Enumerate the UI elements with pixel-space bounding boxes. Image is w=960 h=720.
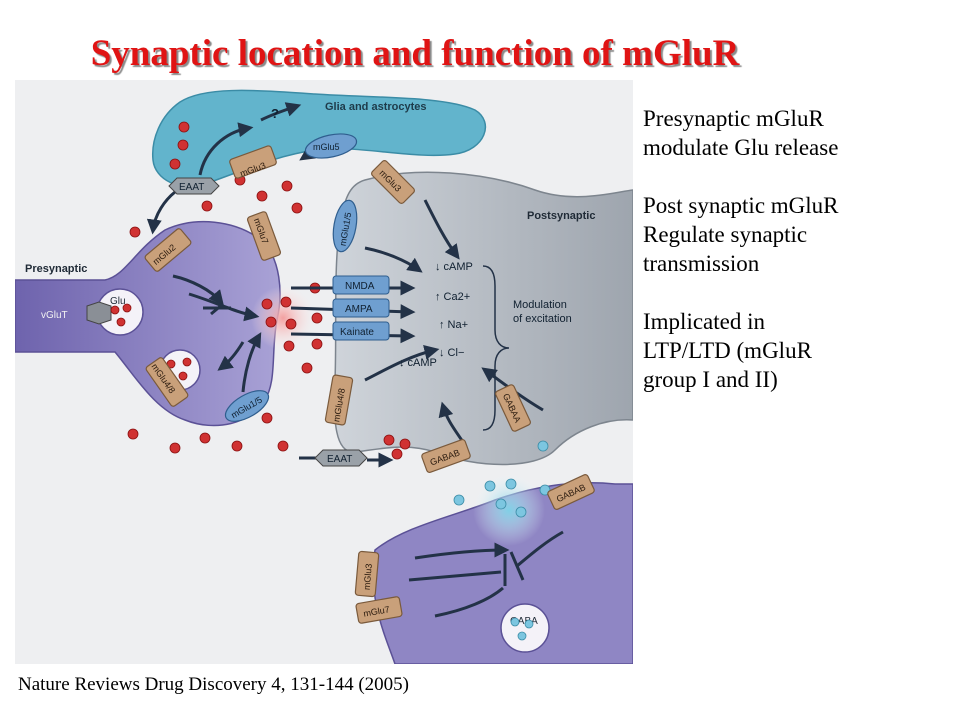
note-ltp-ltd: Implicated in LTP/LTD (mGluR group I and…	[643, 309, 812, 392]
slide-title: Synaptic location and function of mGluR	[90, 33, 740, 74]
eaat-lower-transporter	[314, 449, 368, 467]
modulation-label-line-1: Modulation	[513, 299, 567, 311]
mglu7-pre-box	[246, 211, 282, 261]
modulation-label-line-2: of excitation	[513, 313, 572, 325]
mglu2-box	[144, 228, 192, 272]
eaat-glia-label: EAAT	[179, 182, 204, 193]
glutamate-molecules	[110, 121, 411, 460]
vglut-label: vGluT	[41, 310, 68, 321]
glu-label: Glu	[110, 296, 126, 307]
mglu7-inh-label: mGlu7	[363, 604, 391, 618]
eaat-lower-label: EAAT	[327, 454, 352, 465]
gaba-vesicle	[500, 603, 550, 653]
mglu3-glia-box	[229, 145, 277, 179]
effect-camp-1: ↓ cAMP	[435, 261, 473, 273]
effect-cl: ↓ Cl−	[439, 347, 464, 359]
effect-ca: ↑ Ca2+	[435, 291, 470, 303]
glutamate-release-glow	[251, 286, 315, 350]
effect-na: ↑ Na+	[439, 319, 468, 331]
gabab-inh-box	[547, 474, 595, 510]
receptor-boxes	[144, 145, 595, 624]
side-notes: Presynaptic mGluR modulate Glu release P…	[643, 104, 953, 423]
ampa-label: AMPA	[345, 304, 373, 315]
receptor-ovals	[224, 133, 358, 422]
gaba-release-glow	[473, 474, 545, 546]
gabaa-box	[495, 384, 531, 432]
vglut-transporter	[86, 301, 112, 325]
inhibition-lines	[203, 302, 564, 618]
mglu48-post-box	[324, 374, 354, 426]
presynaptic-label: Presynaptic	[25, 263, 87, 275]
nmda-label: NMDA	[345, 281, 375, 292]
gaba-molecules	[453, 440, 551, 641]
mglu3-inh-label: mGlu3	[362, 563, 374, 590]
mglu15-pre-oval	[224, 390, 270, 422]
mglu7-inh-box	[355, 596, 403, 624]
postsynaptic-label: Postsynaptic	[527, 210, 595, 222]
mglu15-post-oval	[332, 199, 358, 253]
mglu48-pre-box	[145, 357, 189, 407]
mglu3-post-box	[371, 160, 415, 204]
kainate-label: Kainate	[340, 327, 374, 338]
mglu5-glia-oval	[304, 133, 358, 159]
ionotropic-receptors	[332, 275, 390, 341]
glia-label: Glia and astrocytes	[325, 101, 427, 113]
modulation-bracket	[482, 265, 510, 431]
mglu3-inh-box	[354, 550, 380, 598]
mglu5-glia-label: mGlu5	[313, 142, 340, 152]
note-presynaptic: Presynaptic mGluR modulate Glu release	[643, 106, 839, 160]
mglur-synapse-diagram: Glia and astrocytes Postsynaptic Presyna…	[15, 80, 633, 664]
gaba-label: GABA	[510, 616, 538, 627]
eaat-glia-transporter	[168, 177, 220, 195]
gabab-post-box	[421, 438, 471, 474]
note-postsynaptic: Post synaptic mGluR Regulate synaptic tr…	[643, 193, 839, 276]
effect-camp-2: ↓ cAMP	[399, 357, 437, 369]
citation: Nature Reviews Drug Discovery 4, 131-144…	[18, 674, 409, 695]
glia-question-mark: ?	[271, 106, 279, 121]
